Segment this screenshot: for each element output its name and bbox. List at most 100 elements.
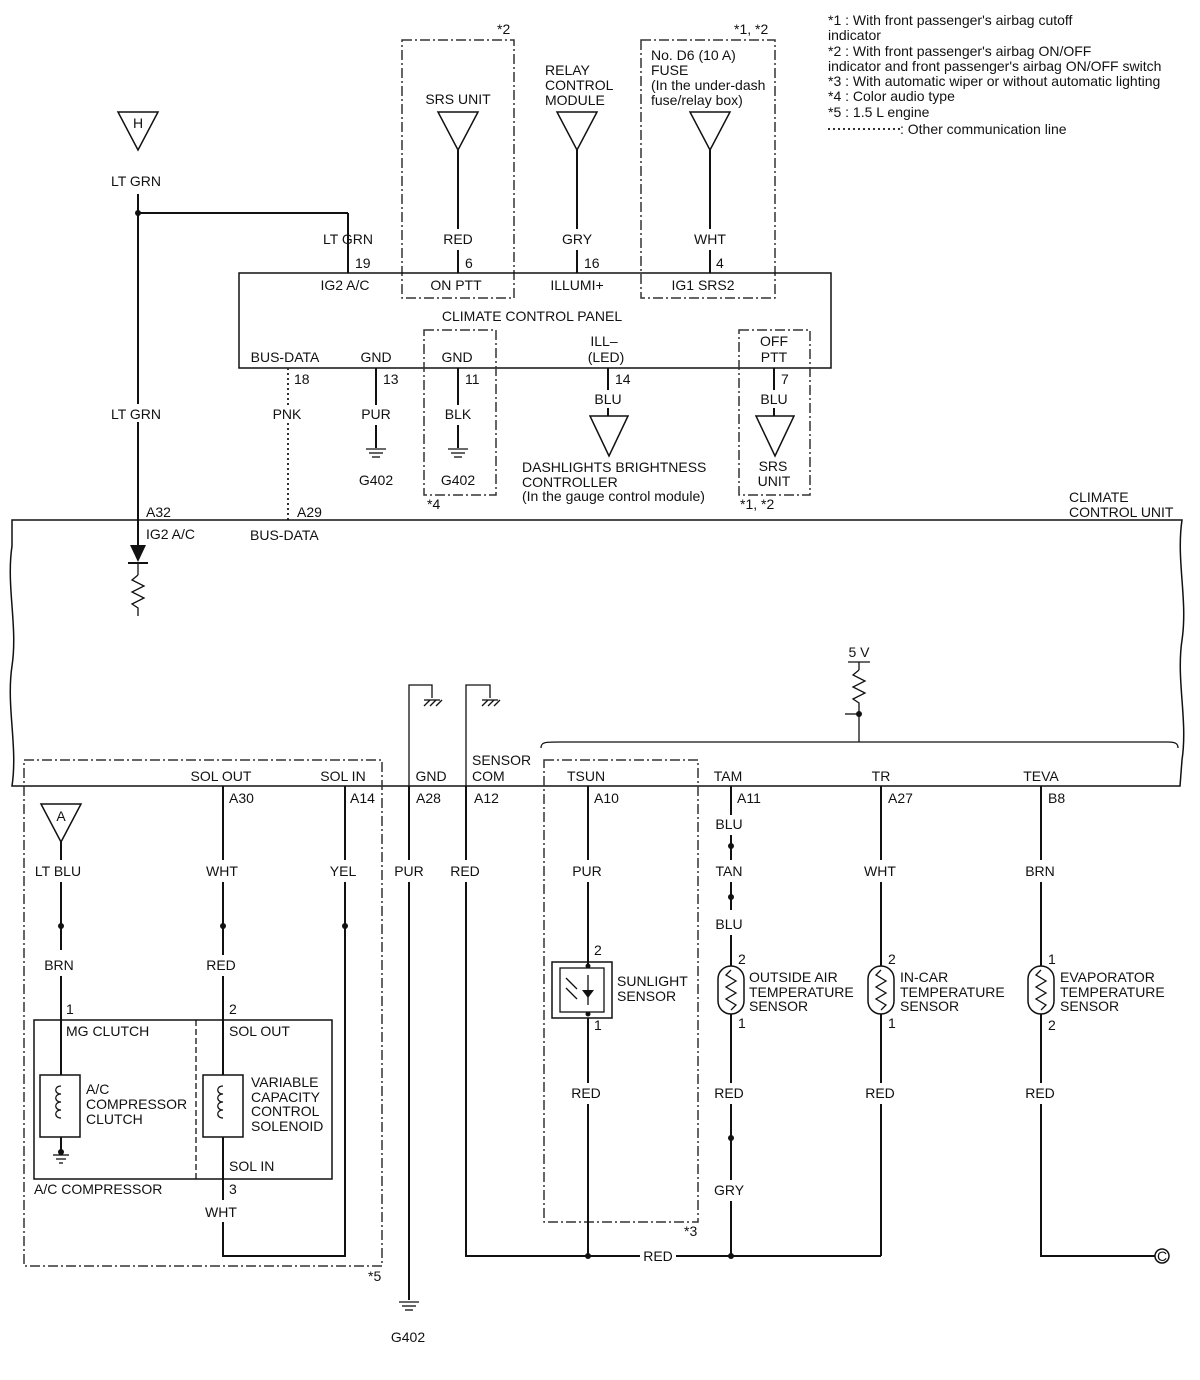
internal-gnd-a28	[408, 684, 433, 786]
connector-a-triangle	[39, 803, 83, 844]
pin-2-solout: 2	[229, 1001, 237, 1017]
dashlights-connector	[588, 415, 630, 458]
pin-19-label: IG2 A/C	[320, 277, 369, 293]
ground-g402-a28: G402	[391, 1329, 425, 1345]
wire-color-gry-tam: GRY	[714, 1182, 745, 1198]
wire-color-brn-mg: BRN	[44, 957, 74, 973]
sunlight-sensor-section: *3 PUR 2 SUNLIGHT SENSOR 1 RED	[543, 759, 699, 1256]
wire-color-red-bus: RED	[643, 1248, 673, 1264]
wire-color-ltgrn-top: LT GRN	[111, 173, 161, 189]
mark-star2: *2	[497, 21, 510, 37]
sunlight-sensor-box	[551, 961, 613, 1019]
connector-dot	[58, 923, 64, 929]
pin-7: 7	[781, 371, 789, 387]
wire-color-wht: WHT	[694, 231, 726, 247]
wire-color-blu-14: BLU	[594, 391, 621, 407]
tam-name-2: TEMPERATURE	[749, 984, 854, 1000]
mark-star3: *3	[684, 1223, 697, 1239]
teva-name-3: SENSOR	[1060, 998, 1119, 1014]
clutch-ground-dot	[58, 1149, 64, 1155]
unit-name-2: CONTROL UNIT	[1069, 504, 1174, 520]
pin-6: 6	[465, 255, 473, 271]
wire-color-ltblu: LT BLU	[35, 863, 81, 879]
sun-pin-2: 2	[594, 942, 602, 958]
h-connector-branch: H LT GRN LT GRN A32 IG2 A/C	[100, 111, 349, 616]
pin-16: 16	[584, 255, 600, 271]
pin-label-sensorcom-1: SENSOR	[472, 752, 531, 768]
pin-a29: A29	[297, 504, 322, 520]
srs-unit-bottom-connector	[754, 415, 796, 458]
climate-control-panel: 19 6 16 4 IG2 A/C ON PTT ILLUMI+ IG1 SRS…	[238, 255, 832, 543]
vcc-label-2: CAPACITY	[251, 1089, 321, 1105]
splice-dot	[135, 210, 141, 216]
pin-14-label-1: ILL–	[590, 333, 617, 349]
pullup-resistor	[851, 669, 867, 742]
pin-a10: A10	[594, 790, 619, 806]
internal-gnd-a12	[465, 684, 491, 786]
connector-dot	[342, 923, 348, 929]
pin-b8: B8	[1048, 790, 1065, 806]
tr-name-1: IN-CAR	[900, 969, 948, 985]
tam-name-3: SENSOR	[749, 998, 808, 1014]
tam-thermistor-symbol	[724, 969, 738, 1011]
pin-18-label: BUS-DATA	[251, 349, 320, 365]
clutch-coil-symbol	[55, 1085, 62, 1119]
dashlights-label-1: DASHLIGHTS BRIGHTNESS	[522, 459, 706, 475]
option-box-star12-bottom	[738, 329, 811, 496]
dashlights-label-3: (In the gauge control module)	[522, 488, 705, 504]
footnotes-legend: *1 : With front passenger's airbag cutof…	[828, 12, 1161, 137]
panel-name: CLIMATE CONTROL PANEL	[442, 308, 622, 324]
chassis-ground-hatch	[429, 699, 437, 707]
note-1b: indicator	[828, 27, 881, 43]
teva-pin-top: 1	[1048, 951, 1056, 967]
wire-color-red-solout: RED	[206, 957, 236, 973]
pin-a27: A27	[888, 790, 913, 806]
wire-color-red-teva: RED	[1025, 1085, 1055, 1101]
option-box-star3	[543, 759, 699, 1223]
sun-name-1: SUNLIGHT	[617, 973, 688, 989]
option-box-star2	[401, 39, 515, 299]
wire-red-com-bus	[465, 882, 640, 1257]
pin-label-tr: TR	[872, 768, 891, 784]
pin-label-solin: SOL IN	[320, 768, 365, 784]
connector-dot	[728, 843, 734, 849]
label-bg	[270, 405, 306, 423]
pin-4-label: IG1 SRS2	[671, 277, 734, 293]
sol-in-label: SOL IN	[229, 1158, 274, 1174]
pin-label-tsun: TSUN	[567, 768, 605, 784]
wire-red-teva-b	[1040, 1104, 1155, 1257]
teva-name-1: EVAPORATOR	[1060, 969, 1155, 985]
note-3: *3 : With automatic wiper or without aut…	[828, 73, 1160, 89]
sensor-bus-line	[540, 741, 1179, 749]
relay-connector	[555, 111, 599, 152]
unit-outline	[9, 519, 1185, 787]
top-sources: *2 SRS UNIT RED RELAY CONTROL MODULE GRY…	[323, 21, 776, 299]
vcc-label-3: CONTROL	[251, 1103, 320, 1119]
wire-color-red-sun: RED	[571, 1085, 601, 1101]
pin-7-label-1: OFF	[760, 333, 788, 349]
note-2b: indicator and front passenger's airbag O…	[828, 58, 1161, 74]
pin-label-solout: SOL OUT	[191, 768, 252, 784]
pin-label-teva: TEVA	[1023, 768, 1059, 784]
wire-color-wht-solin: WHT	[205, 1204, 237, 1220]
tr-thermistor-symbol	[874, 969, 888, 1011]
diode-arrow	[130, 545, 146, 562]
clutch-coil-box	[39, 1074, 81, 1138]
mark-star4: *4	[427, 496, 440, 512]
pin-11: 11	[465, 371, 480, 387]
sunlight-sensor-inner	[559, 967, 605, 1013]
pin-a30: A30	[229, 790, 254, 806]
pin-18: 18	[294, 371, 310, 387]
fuse-label-1: No. D6 (10 A)	[651, 47, 736, 63]
pin-a28: A28	[416, 790, 441, 806]
outside-air-sensor-section: BLU TAN BLU 2 OUTSIDE AIR TEMPERATURE SE…	[714, 786, 854, 1256]
relay-label-2: CONTROL	[545, 77, 614, 93]
climate-control-unit: CLIMATE CONTROL UNIT 5 V SOL OUT SOL IN …	[9, 489, 1185, 787]
pin-a32-label: IG2 A/C	[146, 526, 195, 542]
clutch-label-2: COMPRESSOR	[86, 1096, 187, 1112]
pin-label-gnd: GND	[415, 768, 446, 784]
light-arrow	[565, 987, 578, 1000]
sensor-pin-dot	[585, 963, 591, 969]
pin-a32: A32	[146, 504, 171, 520]
